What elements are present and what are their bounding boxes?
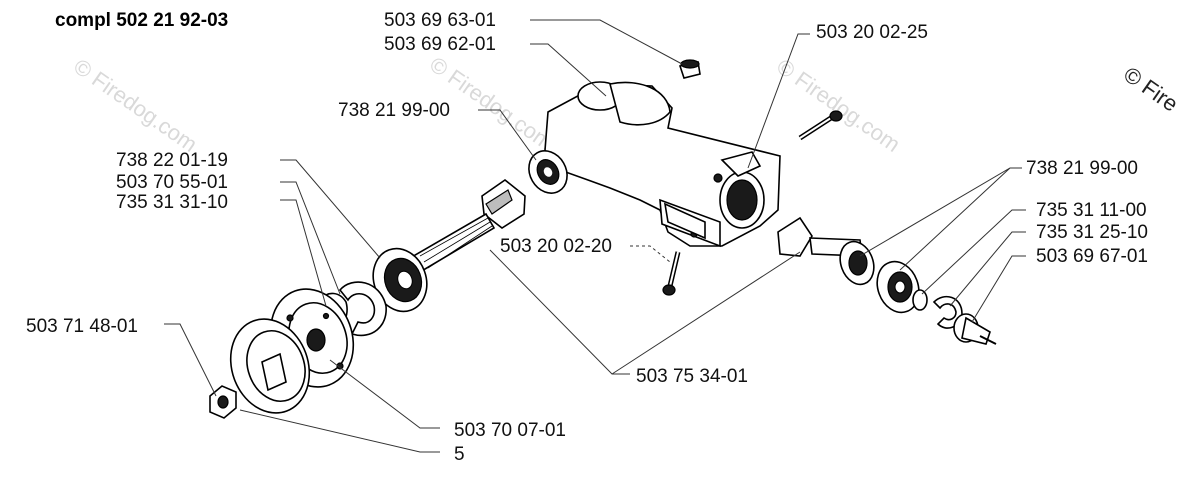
part-label: 503 75 34-01 <box>636 366 748 387</box>
leader-lines <box>164 19 1026 453</box>
nut-part <box>209 385 237 419</box>
bearing-part <box>372 247 428 313</box>
watermark: © Firedog.com <box>772 54 905 157</box>
part-label: 503 70 07-01 <box>454 420 566 441</box>
screw-part <box>798 110 843 141</box>
part-label: 503 71 48-01 <box>26 316 138 337</box>
part-label: 738 21 99-00 <box>1026 158 1138 179</box>
part-label: 503 70 55-01 <box>116 172 228 193</box>
gear-housing <box>544 81 781 248</box>
part-label: 503 69 67-01 <box>1036 246 1148 267</box>
bearing-part <box>528 150 568 194</box>
part-label: 738 22 01-19 <box>116 150 228 171</box>
part-label: 735 31 11-00 <box>1036 200 1147 221</box>
part-label-partial: 5 <box>454 444 465 465</box>
circlip-part <box>338 281 387 337</box>
part-label: 503 69 62-01 <box>384 34 496 55</box>
screw-part <box>662 251 681 296</box>
part-label: 503 20 02-25 <box>816 22 928 43</box>
part-label: 735 31 25-10 <box>1036 222 1148 243</box>
part-label: 503 69 63-01 <box>384 10 496 31</box>
assembly-title: compl 502 21 92-03 <box>55 10 228 31</box>
cap-part <box>678 59 701 79</box>
part-label: 735 31 31-10 <box>116 192 228 213</box>
support-cup-part <box>229 318 311 414</box>
part-label: 503 20 02-20 <box>500 236 612 257</box>
part-label: 738 21 99-00 <box>338 100 450 121</box>
bearing-part <box>876 260 920 314</box>
pinion-gear-part <box>481 179 526 229</box>
spacer-part <box>953 313 997 345</box>
watermark: © Firedog.com <box>69 54 202 157</box>
shaft-part <box>408 212 496 274</box>
ring-part <box>912 289 928 311</box>
watermark-partial: © Fire <box>1119 62 1180 117</box>
